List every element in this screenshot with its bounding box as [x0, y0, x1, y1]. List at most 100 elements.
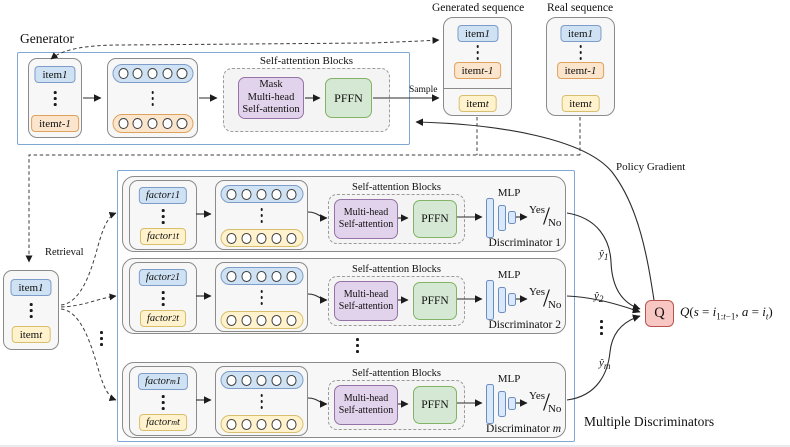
slash: /: [543, 389, 550, 416]
embedding-strip: [220, 311, 303, 329]
embedding-circle: [286, 374, 297, 386]
vertical-ellipsis: [260, 394, 263, 409]
generator-pffn-block: PFFN: [325, 78, 372, 118]
generator-embedding-box: [107, 58, 198, 138]
vertical-ellipsis: [53, 91, 57, 106]
vertical-ellipsis: [29, 303, 33, 318]
vertical-ellipsis: [151, 91, 154, 106]
embedding-strip: [220, 185, 303, 203]
generated-sequence-box: item 1 item t-1 item t: [443, 17, 512, 116]
mlp-layer-bar: [498, 287, 506, 313]
output-ym-label: ŷm: [599, 357, 611, 372]
discriminator-name: Discriminator 2: [488, 319, 562, 331]
item-chip: item t-1: [31, 115, 79, 132]
pffn-block: PFFN: [413, 200, 457, 238]
embedding-circle: [162, 118, 173, 129]
sequence-divider: [444, 88, 511, 89]
embedding-circle: [256, 374, 267, 386]
embedding-circle: [118, 68, 129, 79]
vertical-ellipsis: [356, 338, 359, 353]
embedding-circle: [241, 418, 252, 430]
embedding-circle: [256, 418, 267, 430]
yes-no-output: Yes / No: [529, 203, 562, 230]
embedding-circle: [241, 232, 252, 244]
vertical-ellipsis: [100, 331, 103, 346]
item-chip: item t: [458, 95, 497, 112]
mlp-layer-bar: [508, 397, 516, 410]
retrieval-label: Retrieval: [45, 247, 84, 258]
embedding-circle: [241, 314, 252, 326]
sab-title: Self-attention Blocks: [352, 264, 441, 275]
embedding-circle: [132, 68, 143, 79]
embedding-circle: [132, 118, 143, 129]
item-chip: item t-1: [453, 62, 502, 79]
retrieval-branch-2: [60, 293, 117, 308]
embedding-circle: [271, 188, 282, 200]
pffn-block: PFFN: [413, 282, 457, 320]
yes-no-output: Yes / No: [529, 285, 562, 312]
discriminator-name: Discriminator m: [485, 423, 561, 435]
real-sequence-box: item 1 item t-1 item t: [546, 17, 615, 116]
mlp-layer-bar: [508, 211, 516, 224]
yes-no-output: Yes / No: [529, 389, 562, 416]
sample-label: Sample: [409, 85, 438, 95]
mlp-label: MLP: [497, 269, 521, 281]
output-y2-label: ŷ2: [594, 290, 604, 305]
embedding-circle: [286, 314, 297, 326]
real-sequence-title: Real sequence: [546, 2, 614, 14]
embedding-circle: [256, 270, 267, 282]
vertical-ellipsis: [260, 208, 263, 223]
policy-gradient-label: Policy Gradient: [616, 161, 686, 173]
generator-title: Generator: [20, 31, 74, 46]
embedding-circle: [241, 270, 252, 282]
page-bottom-edge: [0, 445, 790, 447]
retrieval-branch-1: [60, 212, 117, 306]
embedding-strip: [220, 229, 303, 247]
generator-sab-title: Self-attention Blocks: [259, 55, 354, 67]
embedding-circle: [286, 270, 297, 282]
embedding-circle: [241, 188, 252, 200]
embedding-circle: [226, 232, 237, 244]
item-chip: item t: [561, 95, 600, 112]
generator-input-box: item 1 item t-1: [28, 58, 82, 138]
embedding-circle: [271, 418, 282, 430]
embedding-circle: [271, 374, 282, 386]
item-chip: item 1: [10, 279, 52, 296]
embedding-circle: [271, 270, 282, 282]
vertical-ellipsis: [161, 395, 165, 410]
q-node: Q: [645, 300, 674, 327]
multiple-discriminators-label: Multiple Discriminators: [584, 414, 715, 429]
retrieval-item-box: item 1 item t: [3, 270, 59, 350]
embedding-circle: [147, 118, 158, 129]
vertical-ellipsis: [161, 209, 165, 224]
vertical-ellipsis: [579, 45, 582, 60]
embedding-circle: [286, 232, 297, 244]
embedding-circle: [226, 374, 237, 386]
pffn-block: PFFN: [413, 386, 457, 424]
embedding-circle: [256, 232, 267, 244]
sab-title: Self-attention Blocks: [352, 368, 441, 379]
mlp-layer-bar: [486, 198, 494, 238]
mlp-layer-bar: [498, 205, 506, 231]
embedding-circle: [286, 418, 297, 430]
embedding-circle: [176, 118, 188, 129]
mlp-layer-bar: [498, 391, 506, 417]
retrieval-branch-m: [60, 308, 117, 401]
mlp-layer-bar: [486, 280, 494, 320]
item-chip: item 1: [34, 66, 76, 83]
embedding-box: [215, 262, 308, 332]
embedding-circle: [286, 188, 297, 200]
